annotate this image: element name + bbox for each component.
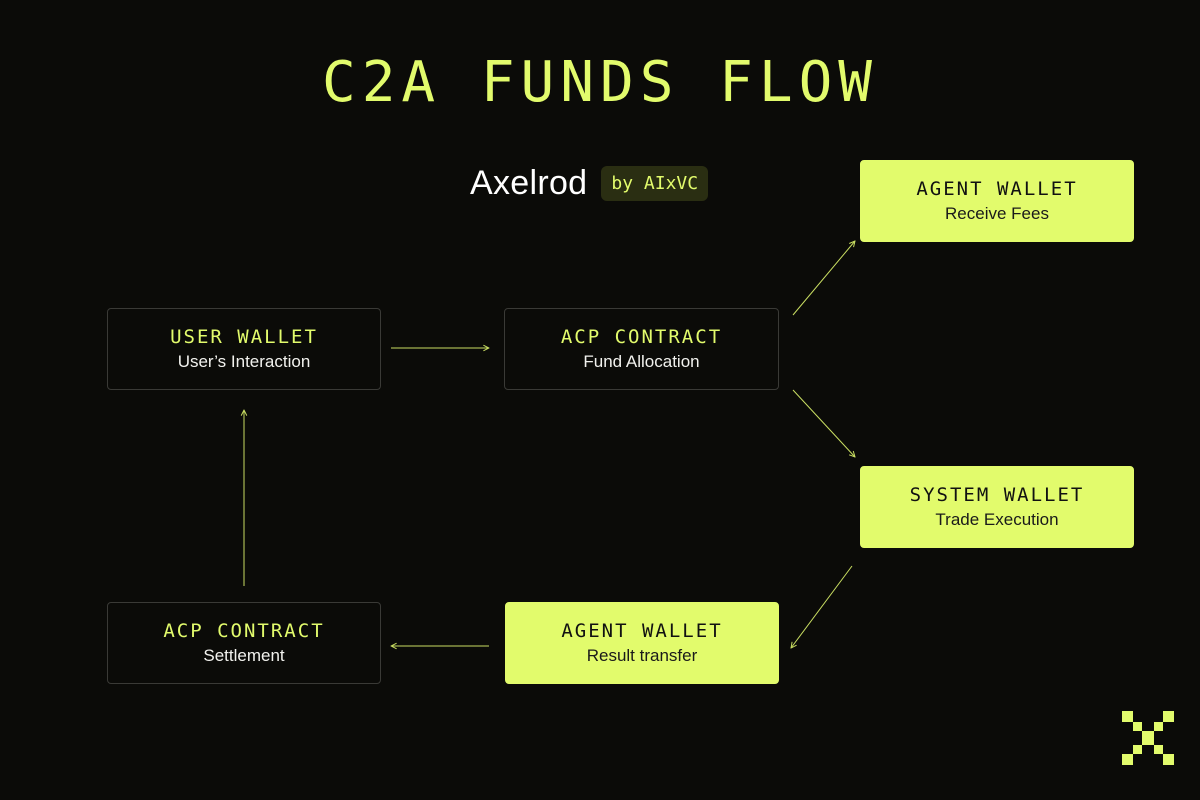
node-title: ACP CONTRACT xyxy=(163,620,325,642)
node-title: AGENT WALLET xyxy=(916,178,1078,200)
node-subtitle: Result transfer xyxy=(586,646,698,665)
brand: Axelrod by AIxVC xyxy=(470,162,709,204)
node-subtitle: Fund Allocation xyxy=(583,352,700,371)
node-acp-contract-settlement: ACP CONTRACT Settlement xyxy=(107,602,381,684)
x-logo-icon xyxy=(1122,711,1174,765)
node-subtitle: User’s Interaction xyxy=(177,352,311,371)
node-acp-contract-allocation: ACP CONTRACT Fund Allocation xyxy=(504,308,779,390)
node-subtitle: Trade Execution xyxy=(935,510,1059,529)
node-user-wallet: USER WALLET User’s Interaction xyxy=(107,308,381,390)
node-agent-wallet-fees: AGENT WALLET Receive Fees xyxy=(860,160,1134,242)
node-subtitle: Settlement xyxy=(203,646,285,665)
page-title: C2A FUNDS FLOW xyxy=(321,50,878,115)
arrow-system-to-agent-result xyxy=(791,565,853,648)
node-subtitle: Receive Fees xyxy=(945,204,1049,223)
node-title: USER WALLET xyxy=(170,326,318,348)
node-agent-wallet-result: AGENT WALLET Result transfer xyxy=(505,602,779,684)
arrow-acp-to-system xyxy=(792,389,855,457)
brand-badge: by AIxVC xyxy=(601,165,709,201)
brand-name: Axelrod xyxy=(470,163,588,202)
node-title: AGENT WALLET xyxy=(561,620,723,642)
arrow-acp-to-agent-fees xyxy=(792,241,855,316)
node-system-wallet: SYSTEM WALLET Trade Execution xyxy=(860,466,1134,548)
node-title: ACP CONTRACT xyxy=(560,326,723,348)
node-title: SYSTEM WALLET xyxy=(909,484,1085,506)
